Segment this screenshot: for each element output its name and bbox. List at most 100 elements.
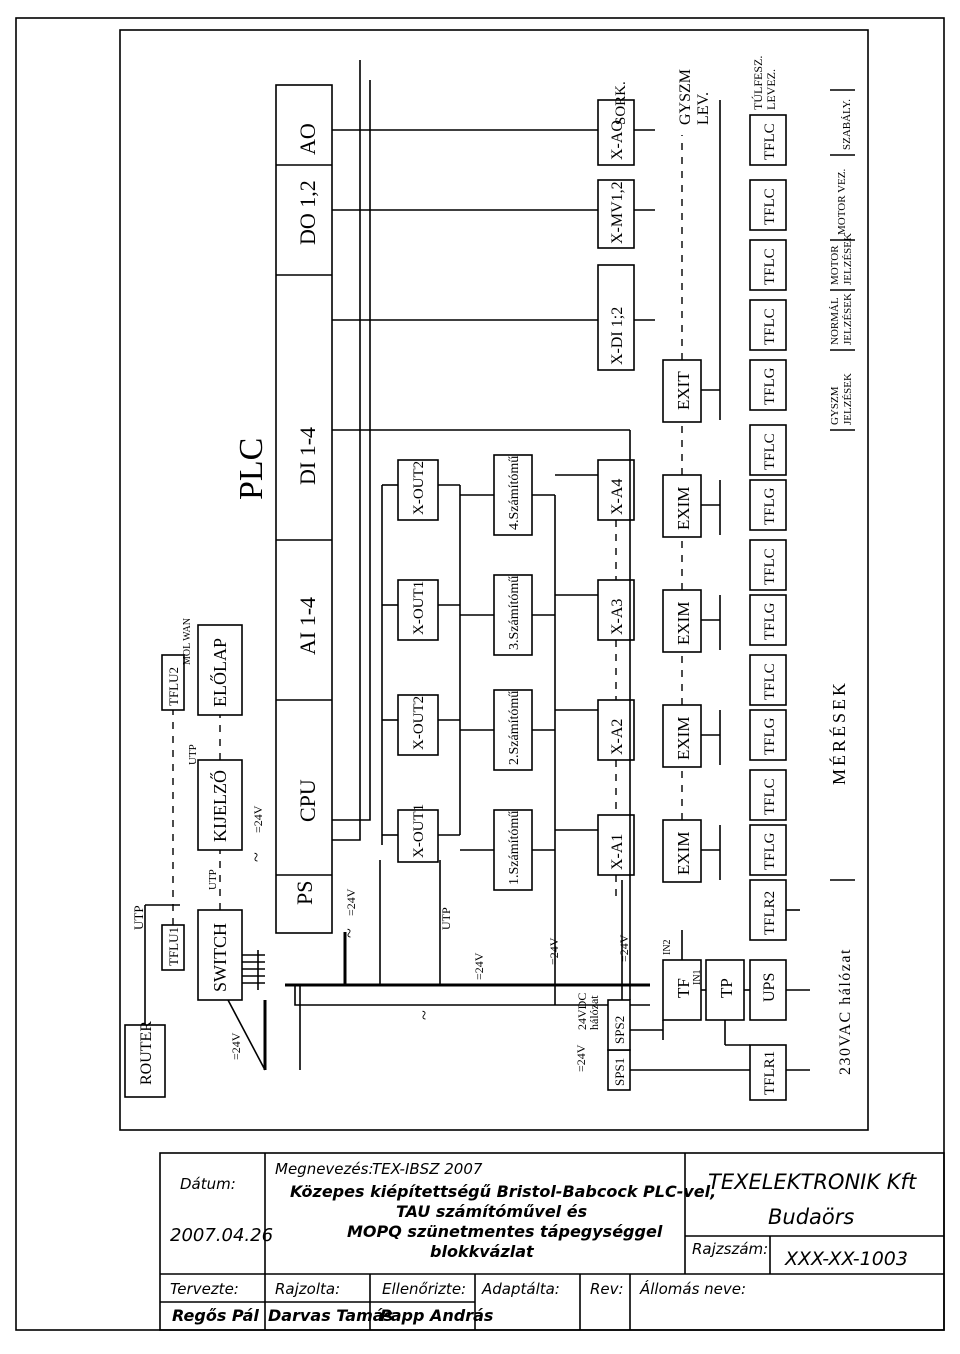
megnevezes-label: Megnevezés: [275,1160,374,1178]
kijelzo-box [197,759,243,851]
router-box [124,1024,166,1098]
legend-jelzesek: JELZÉSEK [842,373,854,425]
exit-label: EXIT [674,371,693,410]
switch-ports [242,950,265,990]
sork-label: SORK. [613,81,629,125]
tfl-label: TFLC [762,433,778,470]
xa-label: X-A3 [609,599,626,635]
di-module: DI 1-4 [295,427,320,485]
ac-symbol: ~ [246,852,266,862]
ac-symbol: ~ [339,928,359,938]
xa-label: X-A2 [609,719,626,755]
v24-label: =24V [229,1032,243,1060]
meresek-label: MÉRÉSEK [828,680,849,785]
exim-box-1 [662,819,702,883]
ellenorizte-label: Ellenőrizte: [382,1280,467,1298]
tflu1-label: TFLU1 [166,927,181,966]
description-line: Közepes kiépítettségű Bristol-Babcock PL… [290,1182,717,1201]
tfl-label: TFLC [762,123,778,160]
legend-normal: NORMÁL [829,297,841,345]
datum-value: 2007.04.26 [170,1225,274,1246]
exim-links [701,100,721,880]
do-module: DO 1,2 [295,180,320,245]
legend-jelzesek: JELZÉSEK [842,293,854,345]
network-230-label: 230VAC hálózat [837,948,854,1075]
tfl-label: TFLG [762,367,778,405]
title-block-grid [159,1152,945,1331]
xa-label: X-A4 [609,479,626,515]
plc-module-dividers [276,164,332,876]
datum-label: Dátum: [180,1175,236,1193]
plc-title: PLC [233,438,270,500]
levez-label: LEVEZ. [764,69,778,110]
plc-output-links [332,60,461,845]
xout-box-4 [397,459,439,521]
rajzszam-label: Rajzszám: [692,1240,769,1258]
switch-box [197,909,243,1001]
in2-label: IN2 [662,939,673,955]
bottom-links [786,909,810,1071]
xa1-box [597,814,635,876]
power-links [630,930,750,1071]
exim-label: EXIM [674,487,693,530]
v24-label: =24V [547,937,561,965]
tflr1-box [749,1044,787,1101]
ps-module: PS [292,881,317,905]
ai-module: AI 1-4 [295,597,320,655]
lev-label: LEV. [695,92,712,125]
xdi-box [597,264,635,371]
rajzszam-value: XXX-XX-1003 [785,1248,908,1270]
exim-label: EXIM [674,717,693,760]
utp-label: UTP [439,907,453,930]
rajzolta-label: Rajzolta: [275,1280,341,1298]
exit-box [662,359,702,423]
tulfesz-label: TÚLFESZ. [751,56,765,110]
ac-symbol: ~ [414,1010,434,1020]
switch-label: SWITCH [210,923,230,992]
xa2-box [597,699,635,761]
sps2-box [607,999,631,1051]
exim-label: EXIM [674,602,693,645]
router-label: ROUTER [138,1021,155,1085]
tflu2-label: TFLU2 [166,667,181,706]
xao-box [597,99,635,166]
allomas-label: Állomás neve: [640,1280,747,1298]
legend-motor: MOTOR [829,245,841,285]
kijelzo-label: KIJELZŐ [209,770,230,842]
v24-label: =24V [251,805,265,833]
gyszm-label: GYSZM [677,69,694,125]
company-city: Budaörs [768,1205,855,1229]
rajzolta-value: Darvas Tamás [268,1306,394,1325]
xmv-box [597,179,635,249]
sps2-label: SPS2 [612,1016,627,1044]
legend-jelzesek: JELZÉSEK [842,233,854,285]
tfl-label: TFLC [762,188,778,225]
xout-label: X-OUT1 [411,581,427,635]
page-frame [15,17,945,1331]
cpu-module: CPU [295,779,320,822]
tfl-label: TFLG [762,832,778,870]
exim-label: EXIM [674,832,693,875]
legend-motor-vez: MOTOR VEZ. [836,169,848,235]
description-line: TAU számítóművel és [396,1202,588,1221]
in1-label: IN1 [692,969,703,985]
v24-label: =24V [617,934,631,962]
xao-label: X-AO [609,120,626,160]
tfl-label: TFLG [762,487,778,525]
ups-label: UPS [761,973,778,1002]
tfl-label: TFLC [762,778,778,815]
v24-label: =24V [472,952,486,980]
computer-links [460,494,556,880]
description-line: MOPQ szünetmentes tápegységgel [347,1222,663,1241]
legend-szabaly: SZABÁLY. [841,99,853,150]
exim-box-2 [662,704,702,768]
description-line: blokkvázlat [430,1242,534,1261]
computer-label: 2.Számítómű [507,691,522,765]
tfl-label: TFLC [762,248,778,285]
ao-module: AO [295,123,320,155]
computer-label: 3.Számítómű [507,576,522,650]
megnevezes-value: TEX-IBSZ 2007 [372,1160,483,1178]
x-terminal-links [555,474,598,831]
dc-label: 24VDC [575,993,589,1030]
